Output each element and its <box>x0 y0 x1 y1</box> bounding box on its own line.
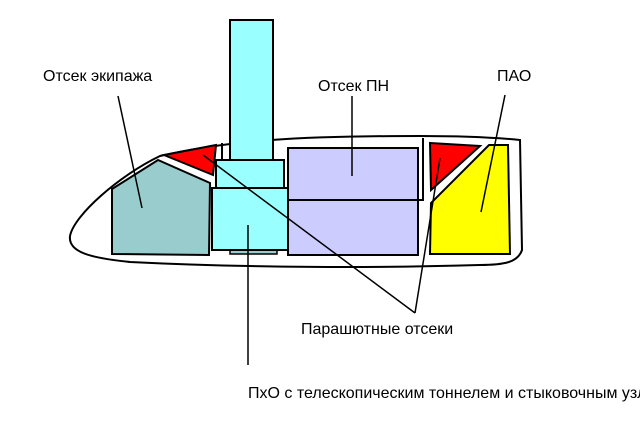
transfer-compartment-lower <box>211 187 289 251</box>
hull-outline <box>68 134 524 268</box>
parachute-leader-line-left <box>202 154 416 314</box>
crew-leader-line <box>117 95 143 209</box>
label-parachute: Парашютные отсеки <box>301 321 453 338</box>
transfer-compartment-upper <box>215 159 285 189</box>
label-crew: Отсек экипажа <box>43 68 152 85</box>
propulsion-module <box>428 144 512 255</box>
parachute-compartment-right <box>428 141 483 193</box>
payload-bay <box>287 147 419 256</box>
label-propulsion: ПАО <box>497 68 531 85</box>
telescopic-tunnel <box>229 19 274 161</box>
parachute-leader-line-right <box>414 157 441 314</box>
label-transfer: ПхО с телескопическим тоннелем и стыково… <box>248 385 640 402</box>
parachute-compartment-left <box>160 143 218 177</box>
label-payload: Отсек ПН <box>318 78 389 95</box>
propulsion-leader-line <box>480 94 506 213</box>
